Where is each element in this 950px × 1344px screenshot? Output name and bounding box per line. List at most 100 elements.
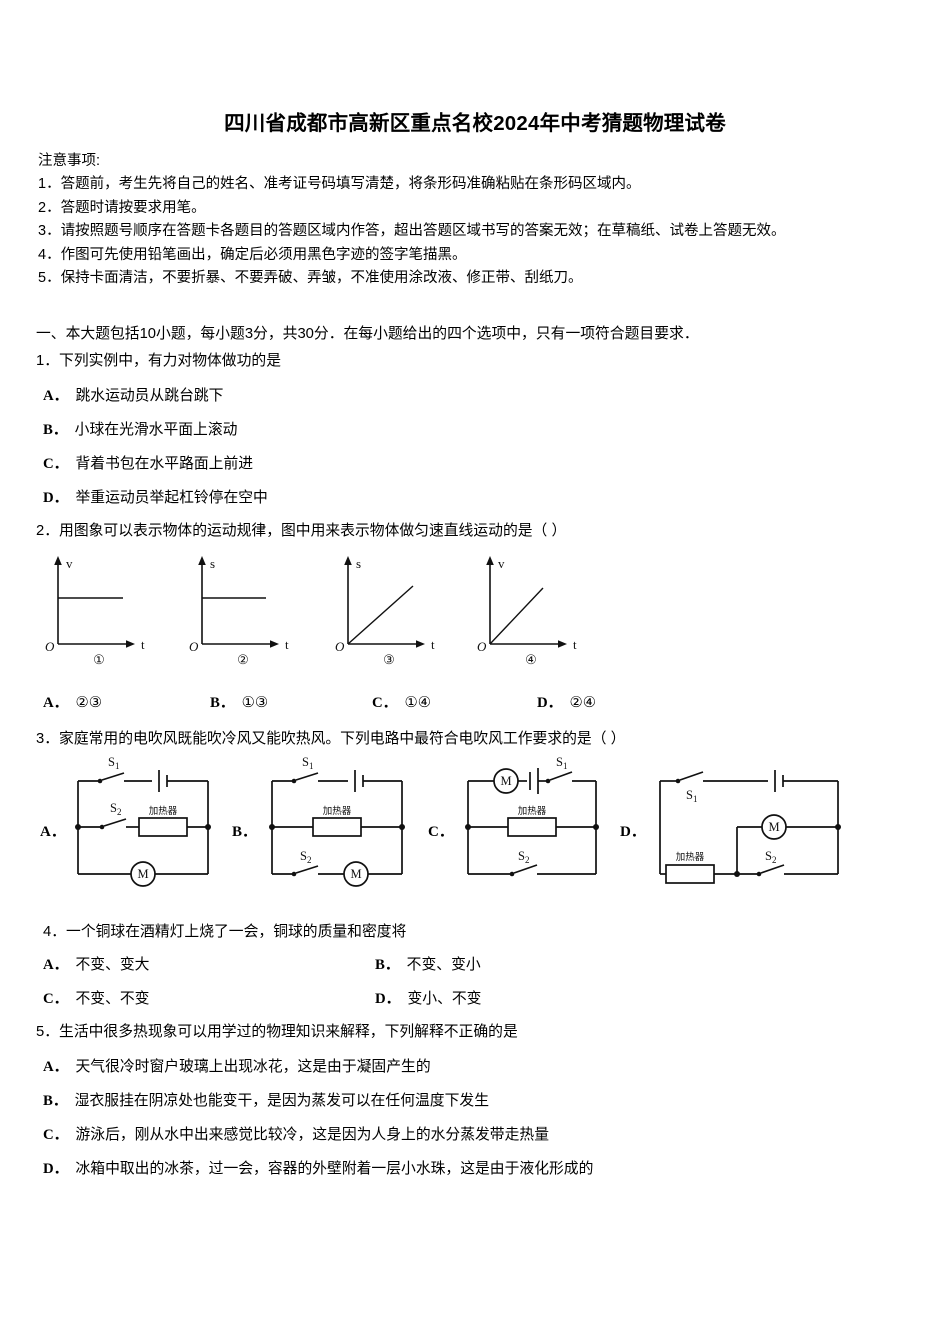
graph-2-origin: O	[189, 639, 199, 654]
question-4-option-a[interactable]: A．不变、变大	[43, 953, 149, 974]
option-text: 天气很冷时窗户玻璃上出现冰花，这是由于凝固产生的	[75, 1059, 431, 1075]
circuit-a-switch2-label: S2	[110, 801, 121, 817]
circuit-c-heater-label: 加热器	[518, 805, 547, 817]
circuit-a-heater-label: 加热器	[149, 805, 178, 817]
question-1-option-d[interactable]: D． 举重运动员举起杠铃停在空中	[43, 486, 268, 507]
question-1-option-b[interactable]: B． 小球在光滑水平面上滚动	[43, 418, 237, 439]
question-1-number: 1．	[36, 353, 60, 369]
graph-4-caption: ④	[525, 652, 537, 666]
graph-3: s O t ③	[335, 556, 435, 666]
option-text: 变小、不变	[407, 991, 482, 1007]
question-3-figure-group: S1 S2 加热器 M	[0, 752, 910, 892]
option-label: A．	[43, 695, 69, 711]
graph-3-caption: ③	[383, 652, 395, 666]
circuit-c-switch2-label: S2	[518, 849, 529, 865]
option-label: C．	[372, 695, 398, 711]
graph-2: s O t ②	[189, 556, 289, 666]
option-text: ②③	[75, 695, 103, 711]
option-text: 不变、不变	[75, 991, 150, 1007]
option-label: C．	[43, 456, 69, 472]
option-text: 小球在光滑水平面上滚动	[74, 422, 238, 438]
option-label: D．	[43, 490, 69, 506]
graph-4-origin: O	[477, 639, 487, 654]
question-4-option-c[interactable]: C． 不变、不变	[43, 987, 149, 1008]
graph-4-y-label: v	[498, 556, 505, 571]
option-text: 跳水运动员从跳台跳下	[75, 388, 224, 404]
graph-3-y-label: s	[356, 556, 361, 571]
circuit-option-a: S1 S2 加热器 M	[75, 755, 211, 887]
option-label: C．	[43, 991, 69, 1007]
option-label: C．	[43, 1127, 69, 1143]
circuit-b-switch1-label: S1	[302, 755, 313, 771]
question-1-option-a[interactable]: A．跳水运动员从跳台跳下	[43, 384, 223, 405]
option-text: ②④	[569, 695, 597, 711]
question-2-option-d[interactable]: D． ②④	[537, 691, 596, 712]
notice-item-2: 2．答题时请按要求用笔。	[38, 199, 206, 216]
option-label: D．	[537, 695, 563, 711]
circuit-a-heater	[138, 817, 188, 837]
option-label: B．	[375, 957, 400, 973]
question-1-stem: 1．下列实例中，有力对物体做功的是	[36, 349, 281, 370]
option-text: 冰箱中取出的冰茶，过一会，容器的外壁附着一层小水珠，这是由于液化形成的	[75, 1161, 594, 1177]
option-label: B．	[43, 422, 68, 438]
question-3-stem: 3．家庭常用的电吹风既能吹冷风又能吹热风。下列电路中最符合电吹风工作要求的是（ …	[36, 727, 625, 748]
notice-item-1: 1．答题前，考生先将自己的姓名、准考证号码填写清楚，将条形码准确粘贴在条形码区域…	[38, 176, 641, 192]
question-2-option-b[interactable]: B．①③	[210, 691, 268, 712]
question-5-stem: 5．生活中很多热现象可以用学过的物理知识来解释，下列解释不正确的是	[36, 1020, 518, 1041]
circuit-b-heater	[312, 817, 362, 837]
question-2-option-a[interactable]: A． ②③	[43, 691, 102, 712]
option-label: A．	[43, 957, 69, 973]
notice-item-4: 4．作图可先使用铅笔画出，确定后必须用黑色字迹的签字笔描黑。	[38, 246, 467, 263]
question-4-number: 4．	[43, 924, 67, 940]
circuit-b-switch2-label: S2	[300, 849, 311, 865]
circuit-option-b: S1 加热器 M S2	[269, 755, 405, 887]
circuit-d-switch1-label: S1	[686, 788, 697, 804]
question-3-option-c-label[interactable]: C．	[428, 824, 454, 840]
question-3-text: 家庭常用的电吹风既能吹冷风又能吹热风。下列电路中最符合电吹风工作要求的是（ ）	[59, 731, 626, 747]
question-2-stem: 2．用图象可以表示物体的运动规律，图中用来表示物体做匀速直线运动的是（ ）	[36, 519, 566, 540]
circuit-b-heater-label: 加热器	[323, 805, 352, 817]
graph-1-y-label: v	[66, 556, 73, 571]
graph-3-x-label: t	[431, 637, 435, 652]
circuit-c-switch1-label: S1	[556, 755, 567, 771]
question-3-option-d-label[interactable]: D．	[620, 824, 646, 840]
circuit-option-d: S1 M S2 加热器	[659, 770, 841, 884]
option-text: 游泳后，刚从水中出来感觉比较冷，这是因为人身上的水分蒸发带走热量	[75, 1127, 549, 1143]
question-3-option-a-label[interactable]: A．	[40, 824, 66, 840]
question-2-option-c[interactable]: C． ①④	[372, 691, 431, 712]
question-4-option-b[interactable]: B．不变、变小	[375, 953, 481, 974]
graph-1-x-label: t	[141, 637, 145, 652]
option-label: D．	[43, 1161, 69, 1177]
graph-1: v O t ①	[45, 556, 145, 666]
option-text: 湿衣服挂在阴凉处也能变干，是因为蒸发可以在任何温度下发生	[74, 1093, 489, 1109]
notice-block: 注意事项: 1．答题前，考生先将自己的姓名、准考证号码填写清楚，将条形码准确粘贴…	[38, 150, 928, 291]
question-3-number: 3．	[36, 731, 60, 747]
graph-3-curve	[347, 585, 414, 645]
graph-2-x-label: t	[285, 637, 289, 652]
question-3-option-b-label[interactable]: B．	[232, 824, 258, 840]
notice-heading: 注意事项:	[38, 153, 101, 169]
question-4-text: 一个铜球在酒精灯上烧了一会，铜球的质量和密度将	[66, 924, 407, 940]
option-label: D．	[375, 991, 401, 1007]
question-1-option-c[interactable]: C． 背着书包在水平路面上前进	[43, 452, 253, 473]
question-5-option-c[interactable]: C． 游泳后，刚从水中出来感觉比较冷，这是因为人身上的水分蒸发带走热量	[43, 1123, 549, 1144]
circuit-d-heater	[665, 864, 715, 884]
circuit-d-switch2-label: S2	[765, 849, 776, 865]
question-5-option-d[interactable]: D． 冰箱中取出的冰茶，过一会，容器的外壁附着一层小水珠，这是由于液化形成的	[43, 1157, 593, 1178]
circuit-a-switch1-label: S1	[108, 755, 119, 771]
graph-4: v O t ④	[477, 556, 577, 666]
graph-4-x-label: t	[573, 637, 577, 652]
page-title: 四川省成都市高新区重点名校2024年中考猜题物理试卷	[224, 112, 726, 135]
option-text: ①④	[404, 695, 432, 711]
question-5-option-a[interactable]: A．天气很冷时窗户玻璃上出现冰花，这是由于凝固产生的	[43, 1055, 431, 1076]
notice-item-5: 5．保持卡面清洁，不要折暴、不要弄破、弄皱，不准使用涂改液、修正带、刮纸刀。	[38, 270, 583, 286]
question-5-text: 生活中很多热现象可以用学过的物理知识来解释，下列解释不正确的是	[59, 1024, 518, 1040]
question-5-option-b[interactable]: B．湿衣服挂在阴凉处也能变干，是因为蒸发可以在任何温度下发生	[43, 1089, 489, 1110]
option-text: 举重运动员举起杠铃停在空中	[75, 490, 268, 506]
circuit-b-motor-label: M	[350, 867, 361, 881]
question-4-option-d[interactable]: D． 变小、不变	[375, 987, 481, 1008]
option-text: 背着书包在水平路面上前进	[75, 456, 254, 472]
graph-4-curve	[489, 587, 544, 645]
question-2-figure-group: v O t ① s O t ②	[0, 548, 620, 666]
option-text: ①③	[241, 695, 269, 711]
